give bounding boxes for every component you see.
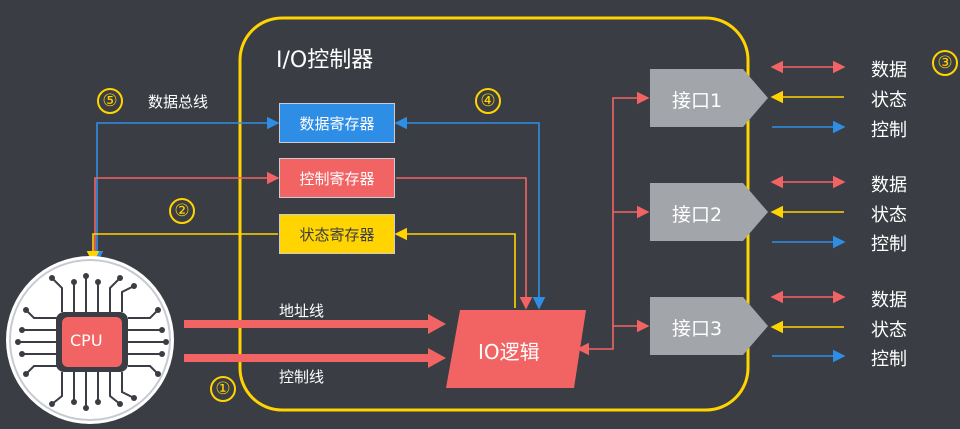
interface-2-shape <box>650 183 768 241</box>
cpu-chip-icon <box>6 256 174 424</box>
marker-5: ⑤ <box>97 88 123 114</box>
status-register-line <box>86 233 278 264</box>
controller-title: I/O控制器 <box>276 48 374 73</box>
control-line-arrowhead <box>428 348 446 368</box>
cpu-label: CPU <box>70 331 103 350</box>
marker-3: ③ <box>932 50 958 76</box>
data-bus-label: 数据总线 <box>148 93 209 111</box>
data-register: 数据寄存器 <box>279 103 395 143</box>
interface-2-label: 接口2 <box>672 204 723 226</box>
interface-1-control-label: 控制 <box>871 120 907 141</box>
interface-3-label: 接口3 <box>672 318 723 340</box>
interface-1-status-label: 状态 <box>871 90 907 111</box>
io-logic-label: IO逻辑 <box>478 340 540 364</box>
data-register-label: 数据寄存器 <box>299 114 375 133</box>
address-line-label: 地址线 <box>279 302 325 320</box>
interface-1-label: 接口1 <box>672 90 723 112</box>
interface-1-data-label: 数据 <box>871 60 907 81</box>
status-register-label: 状态寄存器 <box>299 225 375 244</box>
marker-4: ④ <box>475 88 501 114</box>
control-register: 控制寄存器 <box>279 158 395 198</box>
interface-3-signals <box>770 290 846 363</box>
address-line-arrowhead <box>428 314 446 334</box>
interface-2-signals <box>770 175 846 249</box>
data-bus-line <box>90 116 280 264</box>
interface-2-control-label: 控制 <box>871 234 907 255</box>
logic-interface-bus <box>576 91 650 356</box>
marker-1: ① <box>210 376 236 402</box>
interface-3-data-label: 数据 <box>871 290 907 311</box>
status-register: 状态寄存器 <box>279 214 395 254</box>
interface-3-control-label: 控制 <box>871 349 907 370</box>
interface-1-shape <box>650 69 768 127</box>
data-register-to-logic <box>394 116 546 310</box>
control-line-label: 控制线 <box>279 368 325 386</box>
control-register-to-logic <box>396 177 533 310</box>
interface-1-signals <box>770 60 846 134</box>
interface-3-shape <box>650 297 768 355</box>
logic-to-status-register <box>394 227 516 308</box>
interface-2-status-label: 状态 <box>871 205 907 226</box>
marker-2: ② <box>169 198 195 224</box>
interface-2-data-label: 数据 <box>871 175 907 196</box>
io-logic-block <box>446 310 586 388</box>
control-register-label: 控制寄存器 <box>299 169 375 188</box>
interface-3-status-label: 状态 <box>871 320 907 341</box>
